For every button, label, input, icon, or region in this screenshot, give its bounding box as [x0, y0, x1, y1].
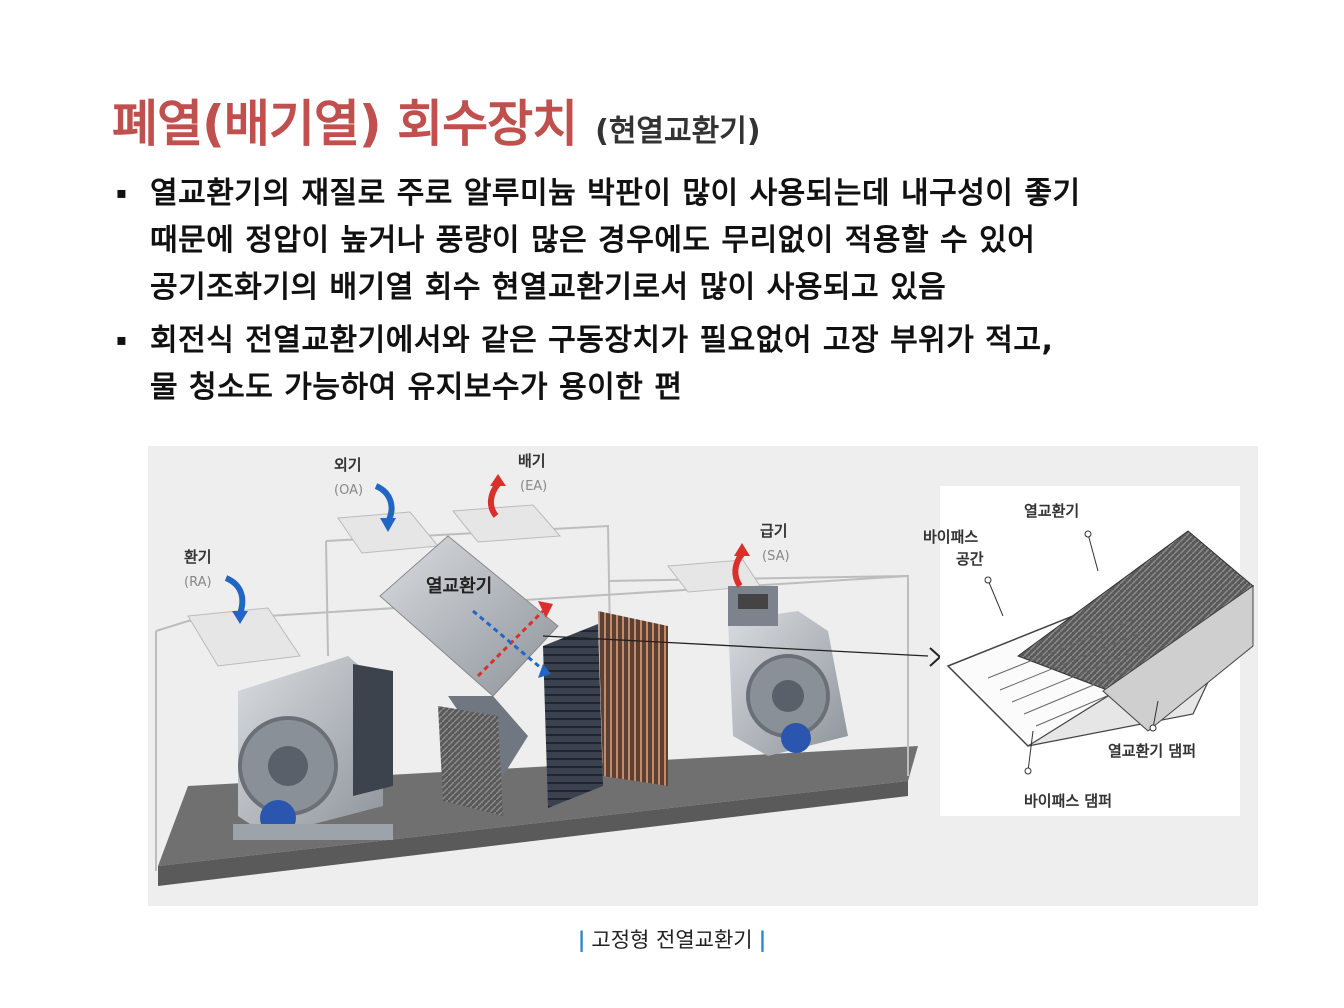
label-ra: 환기	[184, 548, 212, 566]
bullet-line: 회전식 전열교환기에서와 같은 구동장치가 필요없어 고장 부위가 적고,	[150, 323, 1054, 358]
bullet-line: 때문에 정압이 높거나 풍량이 많은 경우에도 무리없이 적용할 수 있어	[150, 223, 1036, 258]
caption-bar-left: |	[577, 928, 586, 952]
ahu-illustration: 외기 (OA) 배기 (EA) 환기 (RA) 급기 (SA) 열교환기 열교환…	[148, 446, 1258, 906]
label-bypass-damper: 바이패스 댐퍼	[1024, 792, 1112, 810]
label-oa: 외기	[334, 456, 362, 474]
title-row: 폐열(배기열) 회수장치 (현열교환기)	[112, 84, 761, 156]
detail-pins	[984, 530, 1159, 775]
bullet-marker: ▪	[116, 330, 127, 349]
label-hx-center: 열교환기	[426, 575, 492, 597]
label-bypass-space-1: 바이패스	[923, 528, 978, 546]
intake-flow-line	[472, 609, 542, 670]
sa-arrow	[732, 552, 745, 588]
detail-leader-line	[542, 635, 929, 657]
label-ea-sub: (EA)	[520, 479, 547, 494]
bullet-list: ▪ 열교환기의 재질로 주로 알루미늄 박판이 많이 사용되는데 내구성이 좋기…	[116, 170, 1266, 417]
caption-text: 고정형 전열교환기	[591, 928, 753, 952]
label-hx-detail: 열교환기	[1024, 502, 1079, 520]
supply-fan	[728, 586, 848, 756]
bullet-text: 열교환기의 재질로 주로 알루미늄 박판이 많이 사용되는데 내구성이 좋기 때…	[150, 170, 1081, 311]
label-hx-damper: 열교환기 댐퍼	[1108, 742, 1196, 760]
bullet-item: ▪ 열교환기의 재질로 주로 알루미늄 박판이 많이 사용되는데 내구성이 좋기…	[116, 170, 1266, 311]
return-fan	[233, 656, 393, 840]
page-title: 폐열(배기열) 회수장치	[112, 95, 578, 153]
label-oa-sub: (OA)	[334, 483, 363, 498]
bullet-text: 회전식 전열교환기에서와 같은 구동장치가 필요없어 고장 부위가 적고, 물 …	[150, 317, 1053, 411]
detail-leader-arrow	[929, 647, 942, 667]
ra-arrow	[224, 575, 246, 615]
bullet-line: 열교환기의 재질로 주로 알루미늄 박판이 많이 사용되는데 내구성이 좋기	[150, 176, 1081, 211]
label-ea: 배기	[518, 452, 546, 470]
ahu-diagram: 외기 (OA) 배기 (EA) 환기 (RA) 급기 (SA) 열교환기 열교환…	[155, 452, 1254, 886]
label-sa-sub: (SA)	[762, 549, 790, 564]
bullet-line: 공기조화기의 배기열 회수 현열교환기로서 많이 사용되고 있음	[150, 270, 947, 305]
caption-bar-right: |	[758, 928, 767, 952]
label-bypass-space-2: 공간	[956, 550, 984, 568]
unit-base-front	[158, 781, 908, 886]
exhaust-flow-arrow	[538, 601, 553, 618]
label-ra-sub: (RA)	[184, 575, 212, 590]
bullet-line: 물 청소도 가능하여 유지보수가 용이한 편	[150, 370, 683, 405]
page-subtitle: (현열교환기)	[595, 114, 761, 149]
intake-flow-arrow	[538, 664, 551, 678]
hx-detail-drawing	[940, 486, 1254, 816]
label-sa: 급기	[760, 522, 788, 540]
plate-heat-exchanger	[379, 535, 668, 816]
bullet-marker: ▪	[116, 183, 127, 202]
figure-caption: |고정형 전열교환기|	[0, 924, 1344, 954]
ea-arrow	[488, 482, 501, 518]
bullet-item: ▪ 회전식 전열교환기에서와 같은 구동장치가 필요없어 고장 부위가 적고, …	[116, 317, 1266, 411]
ea-grille	[452, 504, 562, 543]
